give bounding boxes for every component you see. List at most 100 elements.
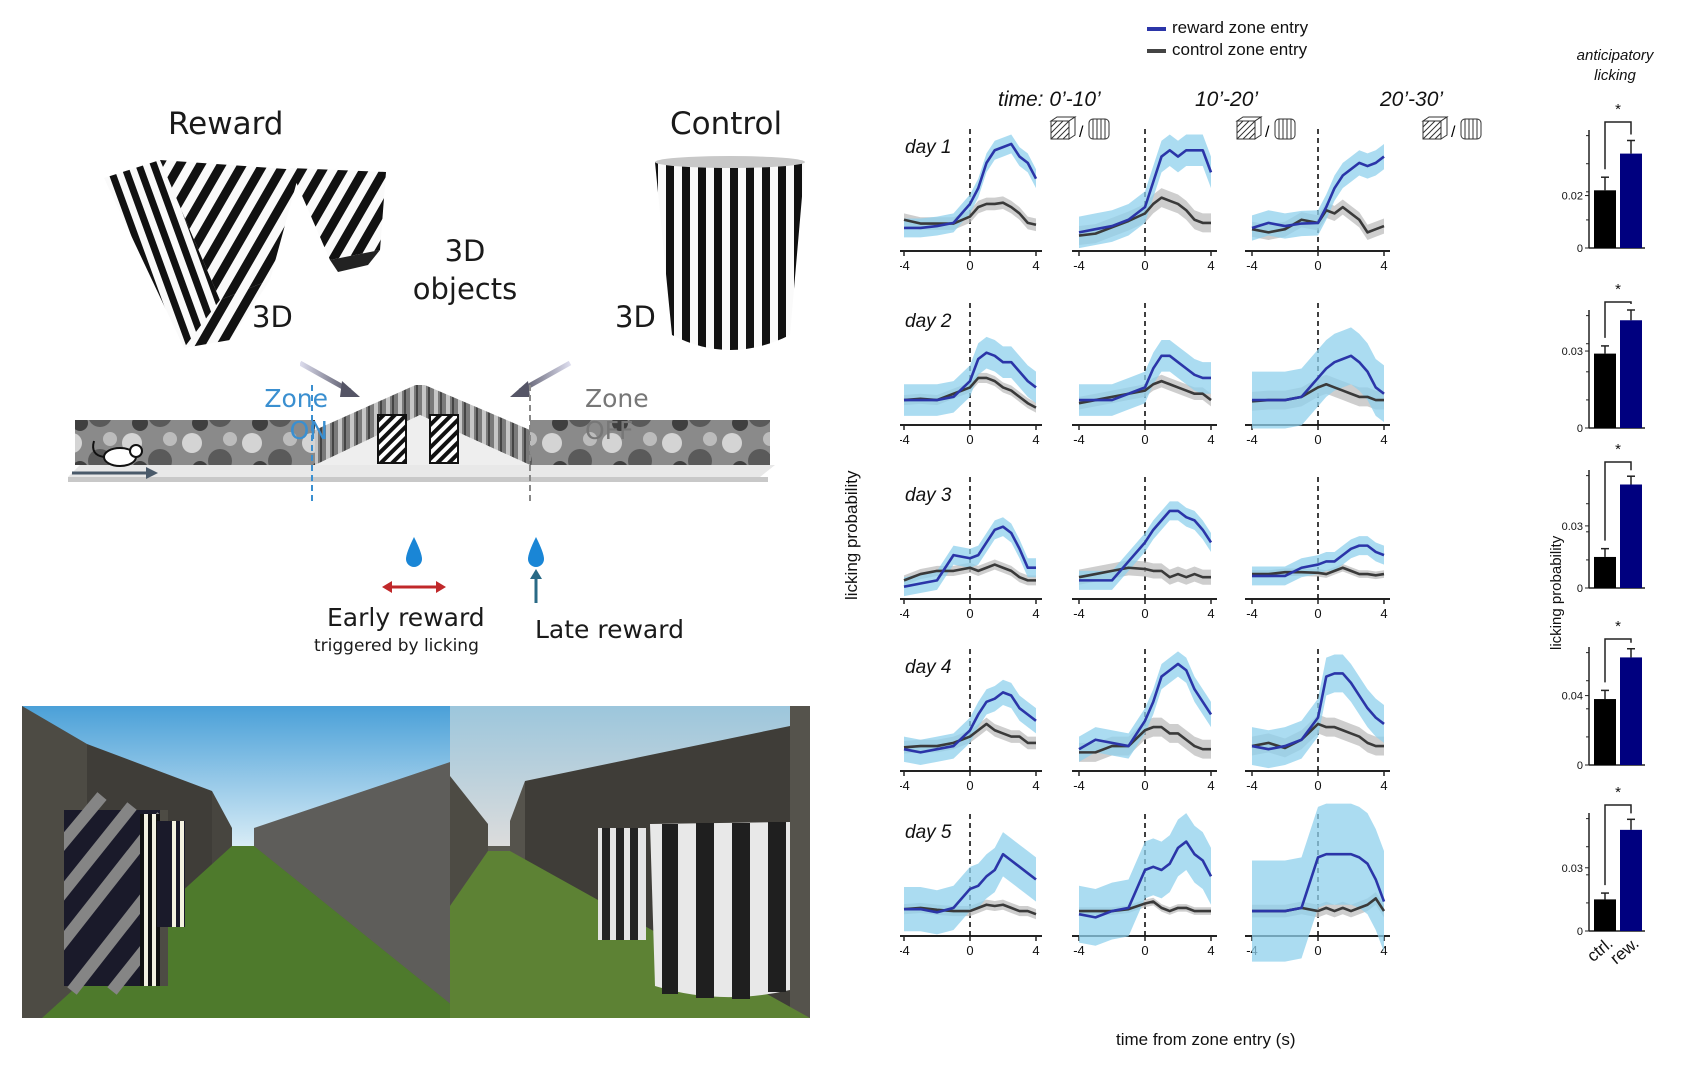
bar-y-axis-title: licking probability [1548, 535, 1565, 650]
control-corridor-view [450, 706, 810, 1018]
x-tick-label: 0 [966, 778, 973, 793]
reward-trace [904, 351, 1037, 402]
reward-trace [1079, 509, 1213, 582]
y-tick-label: 0.03 [1562, 863, 1583, 875]
column-title-2: 20’-30’ [1380, 88, 1444, 111]
trace-panel-day5-col2: -404 [1245, 803, 1390, 962]
reward-trace [1252, 354, 1385, 402]
x-tick-label: 0 [1141, 778, 1148, 793]
reward-sem-band [1079, 134, 1211, 249]
x-tick-label: 0 [1141, 606, 1148, 621]
late-water-drop-icon [528, 537, 544, 567]
bar-ctrl [1594, 556, 1616, 588]
early-water-drop-icon [406, 537, 422, 567]
y-tick-label: 0 [1577, 423, 1583, 435]
control-trace [903, 201, 1037, 227]
svg-text:/: / [1265, 124, 1270, 141]
linear-track [68, 385, 775, 505]
control-trace [1251, 205, 1385, 234]
x-tick-label: 0 [1314, 606, 1321, 621]
reward-sem-band [1079, 651, 1211, 762]
day-label: day 2 [905, 311, 952, 332]
bar-rew [1620, 484, 1642, 588]
y-tick-label: 0 [1577, 243, 1583, 255]
bar-panel-day4: 00.04* [1562, 618, 1645, 772]
y-tick-label: 0 [1577, 760, 1583, 772]
bar-rew [1620, 320, 1642, 428]
reward-object-label: Reward [168, 106, 284, 142]
striped-cylinder-icon [1274, 118, 1296, 140]
x-tick-label: -4 [1246, 778, 1258, 793]
zone-on-label: Zone ON [258, 383, 328, 447]
reward-trace [1251, 672, 1385, 751]
bar-panel-day1: 0 0.02 * [1562, 101, 1645, 255]
legend-label-reward: reward zone entry [1172, 18, 1309, 37]
significance-star: * [1615, 618, 1621, 635]
x-tick-label: -4 [1073, 258, 1085, 273]
trace-panel-day1-col0: 00.1day 1-404 [900, 129, 1042, 273]
x-tick-label: -4 [1246, 432, 1258, 447]
reward-trace [903, 525, 1036, 588]
x-tick-label: -4 [1246, 606, 1258, 621]
x-tick-label: 0 [1314, 258, 1321, 273]
early-reward-sublabel: triggered by licking [314, 636, 479, 656]
control-trace [1251, 722, 1384, 750]
licking-trace-grid: 00.1day 1-404-404-40400.1day 2-404-404-4… [900, 129, 1390, 962]
mouse-icon [92, 440, 143, 467]
significance-bracket [1604, 121, 1632, 170]
reward-delivery-markers [382, 537, 544, 603]
significance-star: * [1615, 101, 1621, 118]
x-tick-label: 4 [1207, 943, 1214, 958]
reward-trace [1078, 662, 1213, 751]
x-tick-label: 4 [1032, 778, 1039, 793]
x-tick-label: 0 [1141, 432, 1148, 447]
legend-label-control: control zone entry [1172, 40, 1308, 59]
reward-trace [904, 142, 1038, 230]
object-icons-col1: / [1235, 116, 1296, 141]
reward-corridor-view [22, 706, 468, 1018]
trace-panel-day5-col0: 00.1day 5-404 [900, 814, 1042, 958]
bar-panel-day5: 00.03*ctrl.rew. [1562, 784, 1645, 968]
bar-ctrl [1594, 353, 1616, 428]
control-trace [903, 903, 1037, 916]
reward-sem-band [904, 517, 1036, 597]
reward-trace [1079, 354, 1211, 402]
control-trace [1078, 566, 1211, 579]
task-schematic: Reward Control 3D 3D 3D objects [0, 0, 880, 680]
svg-text:/: / [1079, 124, 1084, 141]
late-reward-label: Late reward [535, 615, 684, 644]
significance-star: * [1615, 441, 1621, 458]
trace-y-axis-title: licking probability [842, 470, 861, 600]
category-label-rew: rew. [1606, 934, 1642, 969]
x-tick-label: 4 [1032, 432, 1039, 447]
y-tick-label: 0.02 [1562, 191, 1583, 203]
x-tick-label: 4 [1207, 606, 1214, 621]
x-tick-label: -4 [1073, 778, 1085, 793]
day-label: day 4 [905, 657, 951, 678]
x-tick-label: 0 [1314, 432, 1321, 447]
column-title-0: time: 0’-10’ [998, 88, 1101, 111]
y-tick-label: 0 [1577, 926, 1583, 938]
legend-swatch-reward [1147, 26, 1166, 31]
zone-on-line2: ON [289, 416, 328, 445]
objects-label-line1: 3D [444, 234, 486, 268]
control-trace [1078, 379, 1212, 405]
early-reward-label: Early reward [327, 603, 485, 632]
x-tick-label: 4 [1380, 258, 1387, 273]
x-tick-label: 0 [966, 432, 973, 447]
significance-star: * [1615, 784, 1621, 801]
significance-bracket [1604, 804, 1632, 886]
trace-panel-day1-col2: -4 0 4 [1245, 129, 1390, 273]
reward-sem-band [904, 832, 1036, 935]
reward-sem-band [1252, 803, 1384, 962]
reward-trace [904, 852, 1037, 914]
zone-on-line1: Zone [264, 384, 328, 413]
x-tick-label: -4 [1246, 258, 1258, 273]
x-tick-label: 0 [1314, 778, 1321, 793]
